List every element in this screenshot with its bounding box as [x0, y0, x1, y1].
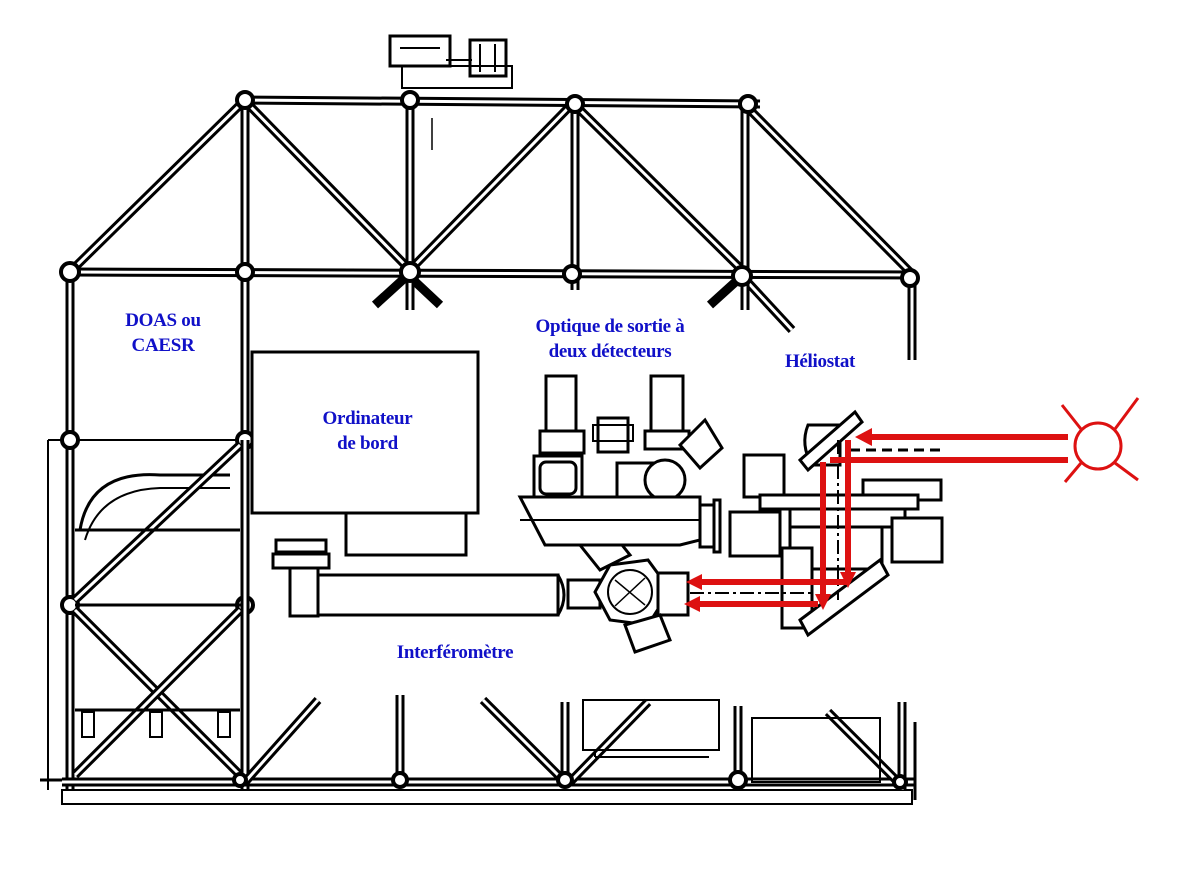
bottom-chord — [61, 695, 917, 805]
label-heliostat-line1: Héliostat — [784, 351, 856, 372]
label-interferometre-line1: Interféromètre — [396, 642, 514, 663]
sun-icon — [1060, 397, 1140, 483]
label-ordinateur-de-bord: Ordinateur de bord — [305, 406, 430, 456]
doas-caesr-bay — [40, 440, 250, 790]
light-path — [684, 428, 1068, 612]
interferometre — [271, 528, 690, 654]
label-doas-line1: DOAS ou — [125, 310, 201, 331]
label-doas-line2: CAESR — [131, 335, 195, 356]
arrow-heliostat-in — [855, 428, 872, 446]
label-optique-line2: deux détecteurs — [548, 341, 672, 362]
label-interferometre: Interféromètre — [380, 640, 530, 665]
ordinateur-de-bord — [250, 350, 480, 557]
label-doas-caesr: DOAS ou CAESR — [108, 308, 218, 358]
arrow-interf-1 — [686, 574, 702, 590]
label-ordinateur-line2: de bord — [337, 433, 398, 454]
label-heliostat: Héliostat — [770, 349, 870, 374]
optique-de-sortie — [517, 374, 724, 554]
arrow-interf-2 — [684, 596, 700, 612]
label-ordinateur-line1: Ordinateur — [322, 408, 413, 429]
top-mechanism — [388, 34, 513, 89]
truss-frame — [47, 90, 920, 790]
label-optique-line1: Optique de sortie à — [535, 316, 685, 337]
label-optique-de-sortie: Optique de sortie à deux détecteurs — [520, 314, 700, 364]
arrow-down-2 — [815, 594, 831, 610]
arrow-down-1 — [840, 572, 856, 588]
